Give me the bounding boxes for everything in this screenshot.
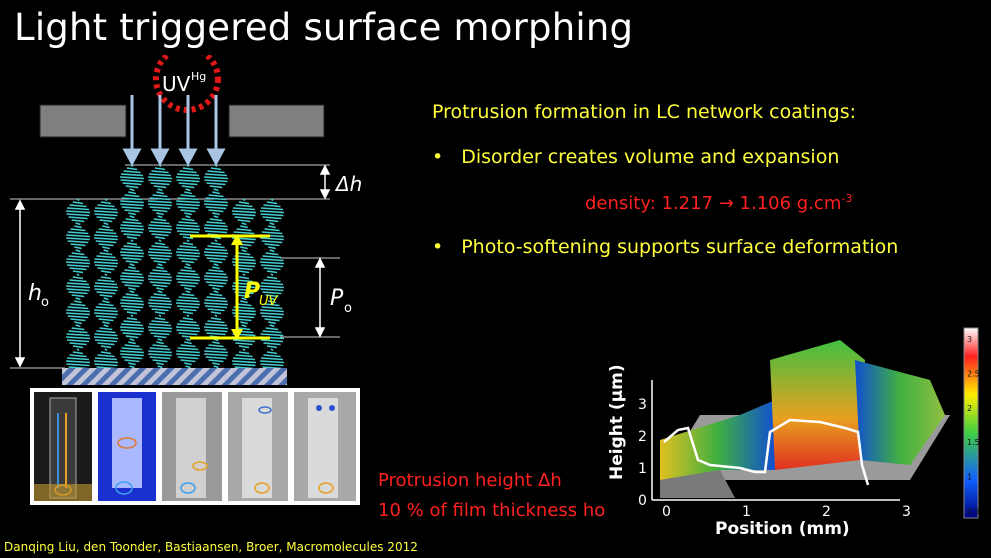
vial-photo-4 (228, 392, 288, 501)
x-tick-label: 2 (822, 504, 831, 520)
profile-line (663, 418, 870, 486)
density-exponent: -3 (841, 192, 853, 205)
p-uv-subscript: UV (259, 294, 279, 309)
helix-column (93, 198, 119, 370)
density-text: density: 1.217 → 1.106 g.cm (585, 193, 842, 214)
surface-protrusion (770, 340, 865, 470)
p-uv-marker (190, 234, 270, 340)
citation: Danqing Liu, den Toonder, Bastiaansen, B… (4, 540, 418, 554)
vial-photo-3 (162, 392, 222, 501)
bullet-photo-softening: • Photo-softening supports surface defor… (432, 236, 898, 258)
helix-column (259, 198, 285, 370)
bullet-marker: • (432, 236, 444, 258)
y-axis-ticks: 0 1 2 3 (638, 397, 647, 509)
colorbar-tick-label: 2.5 (967, 369, 980, 378)
helix-column (147, 164, 173, 369)
bullet-marker: • (432, 146, 444, 168)
surface-region-right (855, 360, 945, 465)
x-tick-label: 3 (902, 504, 911, 520)
slide-title: Light triggered surface morphing (14, 6, 634, 49)
helix-column (119, 164, 145, 369)
vial-photo-5 (294, 392, 356, 501)
p0-subscript: o (344, 301, 352, 316)
x-tick-label: 0 (662, 504, 671, 520)
subtitle: Protrusion formation in LC network coati… (432, 101, 857, 123)
colorbar-tick-label: 1.5 (967, 438, 980, 447)
helix-column (175, 164, 201, 369)
h0-label: h (28, 281, 42, 306)
y-tick-label: 2 (638, 429, 647, 445)
y-tick-label: 1 (638, 461, 647, 477)
vial-photo-strip (30, 388, 360, 505)
photomask-left (39, 104, 127, 138)
surface-profile-plot: 0 1 2 3 0 1 2 3 Height (µm) Position (mm) 3 2.5… (607, 327, 980, 539)
colorbar-tick-label: 2 (967, 404, 972, 413)
protrusion-line-1: Protrusion height Δh (378, 470, 562, 491)
bullet-text: Disorder creates volume and expansion (461, 146, 840, 168)
density-note: density: 1.217 → 1.106 g.cm-3 (585, 192, 852, 214)
colorbar-tick-label: 3 (967, 335, 972, 344)
bullet-text: Photo-softening supports surface deforma… (461, 236, 899, 258)
lc-helix-columns (65, 164, 285, 370)
colorbar-tick-label: 1 (967, 473, 972, 482)
colorbar-tick-label: 0.5 (967, 507, 980, 516)
colorbar (963, 327, 979, 519)
vial-photo-1 (34, 392, 92, 501)
uv-label: UV (162, 72, 191, 96)
h0-subscript: o (41, 295, 49, 310)
x-axis-ticks: 0 1 2 3 (662, 504, 911, 520)
photomask-right (228, 104, 325, 138)
surface-region-left (660, 400, 775, 480)
delta-h-label: Δh (334, 172, 362, 196)
vial-photo-2 (98, 392, 156, 501)
substrate (62, 368, 287, 385)
helix-column (65, 198, 91, 370)
lc-helix-diagram: UV Hg Δh h o P UV P o (10, 55, 362, 385)
x-tick-label: 1 (742, 504, 751, 520)
bullet-disorder: • Disorder creates volume and expansion (432, 146, 839, 168)
protrusion-line-2: 10 % of film thickness ho (378, 500, 606, 521)
p0-label: P (330, 286, 344, 311)
y-tick-label: 3 (638, 397, 647, 413)
plot-x-label: Position (mm) (715, 519, 850, 539)
uv-arrows (122, 95, 226, 167)
uv-superscript: Hg (191, 70, 206, 83)
plot-y-label: Height (µm) (607, 364, 627, 480)
colorbar-ticks: 3 2.5 2 1.5 1 0.5 (967, 335, 980, 516)
y-tick-label: 0 (638, 493, 647, 509)
protrusion-note: Protrusion height Δh 10 % of film thickn… (378, 466, 605, 526)
p-uv-label: P (244, 279, 260, 304)
